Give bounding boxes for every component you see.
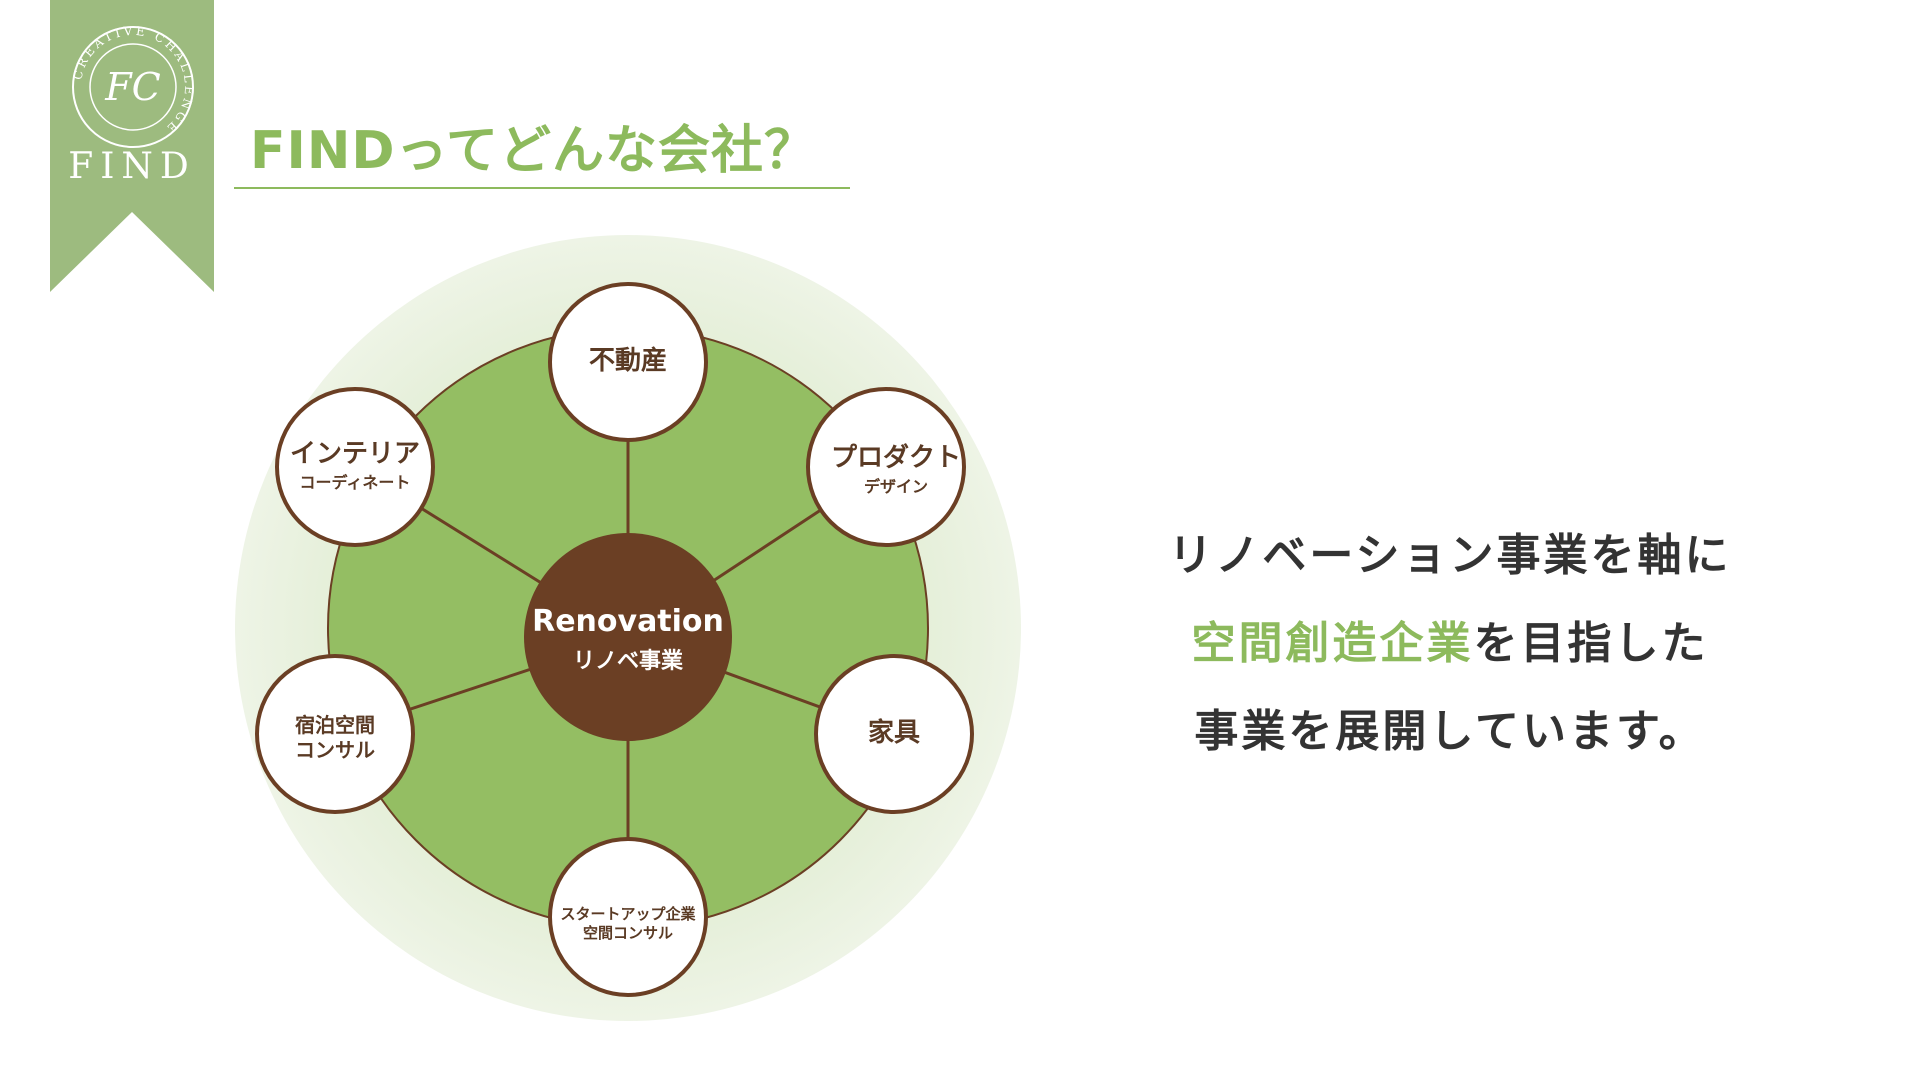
node-label-main: インテリア bbox=[289, 439, 420, 469]
node-label-sub: デザイン bbox=[863, 476, 928, 496]
node-label-furniture: 家具 bbox=[819, 718, 969, 749]
node-label-product-design: プロダクト デザイン bbox=[811, 443, 981, 496]
node-label-sub: コンサル bbox=[295, 738, 375, 762]
hub-label: Renovation リノベ事業 bbox=[528, 604, 728, 675]
find-logo-ribbon: CREATIVE CHALLENGE FC bbox=[50, 0, 214, 292]
node-circle-furniture bbox=[814, 654, 974, 814]
company-message: リノベーション事業を軸に 空間創造企業を目指した 事業を展開しています。 bbox=[1130, 512, 1770, 776]
node-label-main: 家具 bbox=[867, 718, 920, 748]
node-circle-real-estate bbox=[548, 282, 708, 442]
node-circles bbox=[255, 282, 974, 997]
message-line-1: リノベーション事業を軸に bbox=[1168, 530, 1732, 581]
logo-monogram: FC bbox=[104, 65, 160, 109]
node-label-real-estate: 不動産 bbox=[553, 346, 703, 377]
hub-circle bbox=[524, 533, 732, 741]
node-label-main: 不動産 bbox=[588, 346, 667, 376]
message-line-2: 空間創造企業を目指した bbox=[1130, 600, 1770, 688]
node-label-sub: コーディネート bbox=[299, 472, 411, 492]
node-circle-product-design bbox=[806, 387, 966, 547]
message-line-3: 事業を展開しています。 bbox=[1194, 706, 1706, 757]
node-circle-lodging-consult bbox=[255, 654, 415, 814]
node-label-main: プロダクト bbox=[830, 443, 961, 473]
node-label-lodging-consult: 宿泊空間 コンサル bbox=[260, 714, 410, 762]
node-label-main: 宿泊空間 bbox=[295, 713, 375, 737]
hub-label-jp: リノベ事業 bbox=[572, 649, 683, 674]
hub-label-en: Renovation bbox=[532, 604, 724, 639]
node-label-startup-consult: スタートアップ企業 空間コンサル bbox=[548, 905, 708, 943]
message-accent: 空間創造企業 bbox=[1191, 618, 1474, 669]
page-title: FINDってどんな会社？ bbox=[250, 121, 817, 181]
logo-name: FIND bbox=[68, 146, 196, 187]
node-label-sub: 空間コンサル bbox=[582, 924, 673, 943]
node-label-main: スタートアップ企業 bbox=[560, 905, 696, 923]
title-underline bbox=[234, 187, 850, 189]
message-line-2-rest: を目指した bbox=[1473, 618, 1709, 669]
node-circle-startup-consult bbox=[548, 837, 708, 997]
node-label-interior-coordinate: インテリア コーディネート bbox=[270, 439, 440, 492]
node-circle-interior-coordinate bbox=[275, 387, 435, 547]
